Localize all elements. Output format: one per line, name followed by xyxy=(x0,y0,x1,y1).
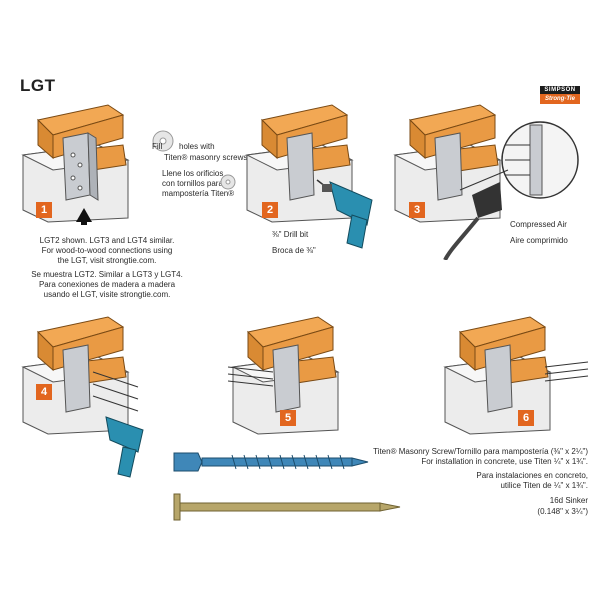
logo-brand: SIMPSON xyxy=(540,86,580,94)
step1-note-es-1: Se muestra LGT2. Similar a LGT3 y LGT4. xyxy=(31,270,183,279)
screw-note-en-1: Titen® Masonry Screw/Tornillo para mampo… xyxy=(373,447,588,456)
step-4-illustration xyxy=(21,316,144,478)
step-4-badge: 4 xyxy=(36,384,52,400)
step-5-badge: 5 xyxy=(280,410,296,426)
sinker-nail-image xyxy=(173,493,401,521)
nail-name: 16d Sinker xyxy=(549,496,588,505)
hole-icon xyxy=(152,130,174,152)
fill-es-3: mampostería Titen® xyxy=(162,189,235,198)
drill-bit-es: Broca de ⅜" xyxy=(272,246,316,255)
step1-note-en-1: LGT2 shown. LGT3 and LGT4 similar. xyxy=(39,236,175,245)
logo-sub: Strong-Tie xyxy=(540,94,580,104)
hole-icon-small xyxy=(220,174,236,190)
page-title: LGT xyxy=(20,76,56,95)
step-6-illustration xyxy=(443,316,589,435)
fill-holes-with: holes with xyxy=(179,142,215,151)
fill-word: Fill xyxy=(152,142,163,151)
fill-titen: Titen® masonry screws. xyxy=(164,153,250,162)
titen-screw-image xyxy=(173,452,369,472)
fill-es-1: Llene los orificios xyxy=(162,169,224,178)
step-2-badge: 2 xyxy=(262,202,278,218)
nail-size: (0.148" x 3¼") xyxy=(537,507,588,516)
simpson-logo: SIMPSON Strong-Tie xyxy=(540,86,580,104)
drill-bit-en: ⅜" Drill bit xyxy=(272,230,309,239)
step-1-badge: 1 xyxy=(36,202,52,218)
screw-note-en-2: For installation in concrete, use Titen … xyxy=(421,457,588,466)
step1-note-en-3: the LGT, visit strongtie.com. xyxy=(57,256,157,265)
step1-note-es-3: usando el LGT, visite strongtie.com. xyxy=(43,290,171,299)
compressed-air-en: Compressed Air xyxy=(510,220,567,229)
step-5-illustration xyxy=(228,316,340,435)
step-3-badge: 3 xyxy=(409,202,425,218)
compressed-air-es: Aire comprimido xyxy=(510,236,568,245)
step1-note-es-2: Para conexiones de madera a madera xyxy=(38,280,176,289)
fill-es-2: con tornillos para xyxy=(162,179,223,188)
screw-note-es-1: Para instalaciones en concreto, xyxy=(476,471,588,480)
step-6-badge: 6 xyxy=(518,410,534,426)
step1-note-en-2: For wood-to-wood connections using xyxy=(41,246,173,255)
step-2-illustration xyxy=(245,104,373,249)
screw-note-es-2: utilice Titen de ¼" x 1¾". xyxy=(500,481,588,490)
